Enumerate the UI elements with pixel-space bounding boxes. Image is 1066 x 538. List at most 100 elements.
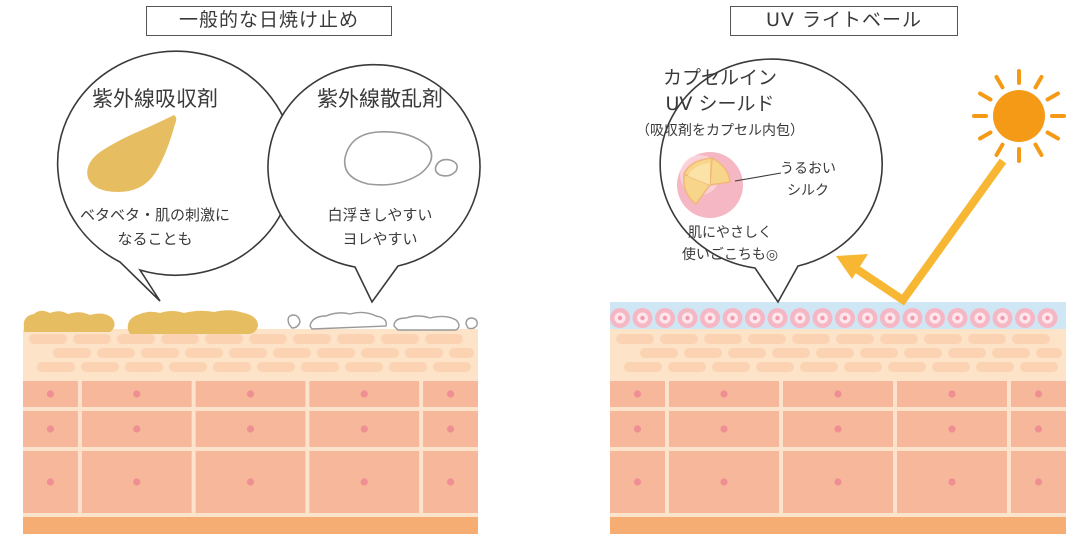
bubble-capsule-outline: [659, 58, 883, 304]
cell-nucleus: [246, 478, 255, 486]
cell-nucleus: [360, 478, 368, 486]
top-cell: [860, 348, 898, 358]
capsule-desc-line2: 使いごこちも◎: [681, 247, 779, 263]
top-cell: [301, 362, 339, 372]
top-cell: [169, 362, 207, 372]
top-cell: [293, 334, 331, 344]
film-capsule-core: [797, 315, 803, 321]
top-cell: [800, 362, 838, 372]
top-cell: [748, 334, 786, 344]
reflected-uv-ray-arrow: [849, 158, 1007, 306]
top-cell: [932, 362, 970, 372]
top-cell: [97, 348, 135, 358]
top-cell: [425, 334, 463, 344]
top-cell: [1012, 334, 1050, 344]
absorber-residue-blob-1: [23, 310, 115, 332]
film-capsule-core: [617, 315, 623, 321]
sun-rays: [972, 69, 1066, 163]
scatterer-desc-line1: 白浮きしやすい: [327, 206, 433, 224]
film-capsule-core: [685, 315, 690, 321]
cell-nucleus: [720, 425, 728, 433]
cell-nucleus: [246, 390, 255, 398]
scatterer-desc-line2: ヨレやすい: [342, 230, 418, 248]
scatterer-particle-icon: [343, 130, 433, 186]
cell-nucleus: [46, 425, 55, 433]
top-cell: [728, 348, 766, 358]
cell-nucleus: [633, 390, 642, 398]
top-cell: [81, 362, 119, 372]
top-cell: [948, 348, 986, 358]
sun-ray: [1033, 75, 1044, 90]
film-capsule-core: [865, 315, 870, 321]
capsule-row: [610, 308, 1058, 328]
sun-ray: [978, 91, 993, 102]
film-capsule-core: [640, 315, 645, 321]
cell-nucleus: [133, 390, 141, 398]
capsule-label-line2: シルク: [787, 183, 829, 199]
left-skin-base-layer: [23, 517, 478, 534]
top-cell: [792, 334, 830, 344]
top-cell: [381, 334, 419, 344]
top-cell: [976, 362, 1014, 372]
film-capsule-core: [910, 315, 915, 321]
top-cell: [756, 362, 794, 372]
sun-ray: [1033, 142, 1044, 157]
cell-nucleus: [633, 425, 642, 433]
top-cell: [668, 362, 706, 372]
top-cell: [772, 348, 810, 358]
cell-nucleus: [834, 425, 842, 433]
capsule-core-inner: [688, 163, 710, 185]
top-cell: [616, 334, 654, 344]
film-capsule-core: [707, 315, 713, 321]
cell-nucleus: [360, 425, 368, 433]
right-lower-cells: [610, 381, 1066, 513]
right-top-cells: [616, 334, 1062, 372]
top-cell: [844, 362, 882, 372]
capsule-title-line1: カプセルイン: [662, 67, 777, 89]
cell-nucleus: [720, 390, 728, 398]
cell-nucleus: [1034, 425, 1043, 433]
top-cell: [273, 348, 311, 358]
cell-nucleus: [1034, 390, 1043, 398]
top-cell: [433, 362, 471, 372]
top-cell: [125, 362, 163, 372]
capsule-desc-line1: 肌にやさしく: [688, 225, 772, 241]
top-cell: [257, 362, 295, 372]
top-cell: [337, 334, 375, 344]
film-capsule-core: [1045, 315, 1050, 321]
cell-nucleus: [633, 478, 642, 486]
scatterer-residue-2: [309, 311, 387, 330]
top-cell: [249, 334, 287, 344]
top-cell: [317, 348, 355, 358]
top-cell: [924, 334, 962, 344]
film-capsule-core: [955, 315, 960, 321]
film-capsule-core: [752, 315, 758, 321]
reflected-ray-arrowhead: [836, 254, 868, 279]
top-cell: [816, 348, 854, 358]
film-capsule-core: [977, 315, 983, 321]
capsule-subtitle: （吸収剤をカプセル内包）: [636, 123, 804, 139]
capsule-title-line2: UV シールド: [665, 93, 775, 115]
scatterer-residue-1: [287, 314, 301, 329]
cell-nucleus: [46, 390, 55, 398]
film-capsule-core: [820, 315, 825, 321]
sun-disc: [993, 90, 1045, 142]
absorber-droplet-icon: [87, 115, 177, 192]
cell-nucleus: [720, 478, 728, 486]
film-capsule-core: [775, 315, 780, 321]
top-cell: [968, 334, 1006, 344]
top-cell: [29, 334, 67, 344]
top-cell: [345, 362, 383, 372]
top-cell: [389, 362, 427, 372]
capsule-icon: [677, 152, 782, 218]
top-cell: [361, 348, 399, 358]
absorber-desc-line2: なることも: [117, 230, 193, 248]
cell-nucleus: [948, 425, 956, 433]
top-cell: [704, 334, 742, 344]
capsule-label-line1: うるおい: [780, 161, 836, 177]
top-cell: [73, 334, 111, 344]
film-capsule-core: [932, 315, 938, 321]
top-cell: [229, 348, 267, 358]
